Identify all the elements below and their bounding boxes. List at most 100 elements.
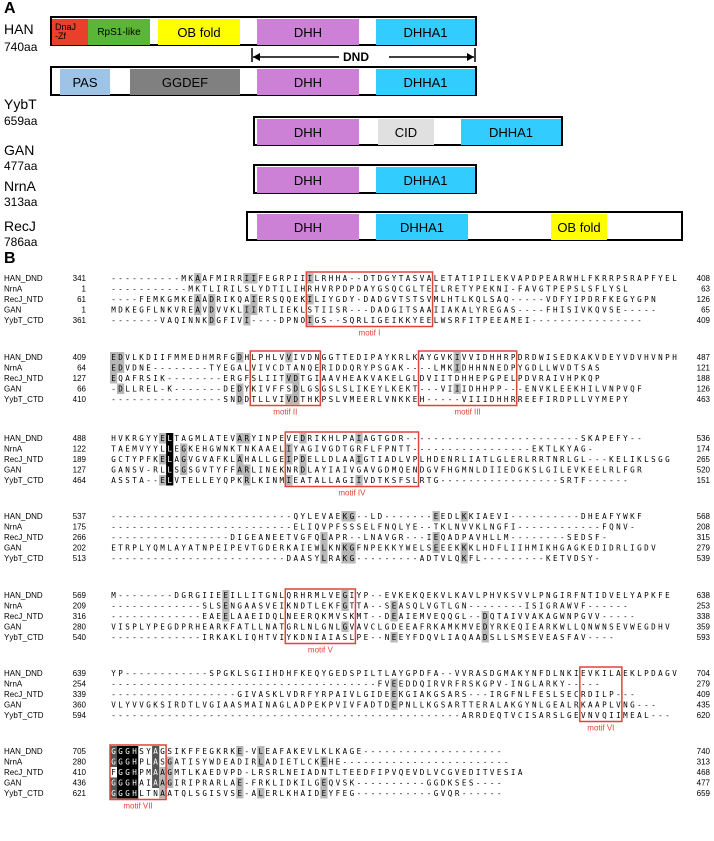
residue: I: [357, 476, 362, 485]
residue: A: [209, 455, 214, 464]
residue: K: [195, 768, 200, 777]
residue: -: [181, 364, 186, 373]
residue: E: [630, 711, 635, 720]
residue: A: [301, 476, 306, 485]
residue: N: [195, 316, 200, 325]
residue: A: [237, 364, 242, 373]
residue: -: [539, 316, 544, 325]
residue: T: [111, 445, 116, 454]
seq-name: GAN: [4, 623, 22, 632]
residue: -: [581, 316, 586, 325]
residue: F: [609, 512, 614, 521]
residue: G: [329, 669, 334, 678]
residue: R: [525, 353, 530, 362]
residue: -: [371, 633, 376, 642]
residue: -: [223, 523, 228, 532]
domain-label: DHHA1: [403, 74, 448, 90]
residue: A: [448, 306, 453, 315]
residue: R: [574, 701, 579, 710]
residue: L: [167, 476, 172, 485]
residue: C: [518, 711, 523, 720]
residue: I: [315, 374, 320, 383]
residue: E: [476, 701, 481, 710]
residue: -: [609, 612, 614, 621]
residue: D: [427, 554, 432, 563]
residue: R: [308, 285, 313, 294]
residue: D: [209, 306, 214, 315]
residue: -: [378, 554, 383, 563]
residue: M: [188, 285, 193, 294]
residue: Y: [294, 445, 299, 454]
residue: A: [448, 533, 453, 542]
residue: S: [258, 602, 263, 611]
conservation-shade: [306, 273, 314, 284]
residue: -: [209, 512, 214, 521]
residue: A: [616, 669, 621, 678]
residue: -: [272, 680, 277, 689]
residue: -: [272, 512, 277, 521]
seq-name: NrnA: [4, 364, 23, 373]
residue: D: [343, 364, 348, 373]
conservation-shade: [208, 315, 216, 326]
residue: I: [258, 466, 263, 475]
residue: -: [448, 669, 453, 678]
seq-name: GAN: [4, 544, 22, 553]
residue: S: [574, 285, 579, 294]
residue: F: [188, 747, 193, 756]
seq-name: HAN_DND: [4, 747, 43, 756]
residue: I: [280, 395, 285, 404]
residue: G: [546, 602, 551, 611]
residue: L: [567, 455, 572, 464]
residue: N: [490, 523, 495, 532]
residue: -: [160, 591, 165, 600]
residue: V: [441, 554, 446, 563]
residue: L: [167, 434, 172, 443]
residue: -: [329, 316, 334, 325]
residue: -: [490, 445, 495, 454]
residue: D: [181, 701, 186, 710]
residue: P: [497, 385, 502, 394]
residue: L: [244, 591, 249, 600]
residue: R: [230, 274, 235, 283]
residue: E: [385, 591, 390, 600]
residue: I: [511, 523, 516, 532]
residue: R: [399, 353, 404, 362]
residue: D: [441, 779, 446, 788]
residue: E: [595, 512, 600, 521]
residue: A: [420, 554, 425, 563]
residue: -: [469, 612, 474, 621]
seq-name: RecJ_NTD: [4, 533, 43, 542]
residue: I: [287, 476, 292, 485]
residue: F: [623, 466, 628, 475]
residue: Y: [153, 434, 158, 443]
residue: K: [385, 544, 390, 553]
conservation-shade: [124, 788, 132, 799]
residue: Y: [476, 306, 481, 315]
residue: E: [364, 523, 369, 532]
residue: D: [567, 364, 572, 373]
residue: E: [532, 633, 537, 642]
residue: D: [420, 669, 425, 678]
residue: H: [490, 353, 495, 362]
residue: A: [118, 466, 123, 475]
residue: S: [343, 316, 348, 325]
residue: L: [315, 602, 320, 611]
residue: I: [258, 701, 263, 710]
residue: -: [125, 690, 130, 699]
residue: F: [371, 768, 376, 777]
residue: -: [553, 434, 558, 443]
residue: L: [441, 285, 446, 294]
residue: V: [111, 623, 116, 632]
residue: -: [251, 680, 256, 689]
residue: -: [413, 445, 418, 454]
residue: L: [357, 690, 362, 699]
residue: R: [329, 554, 334, 563]
residue: T: [455, 295, 460, 304]
residue: -: [167, 554, 172, 563]
residue: Q: [441, 612, 446, 621]
residue: -: [385, 554, 390, 563]
residue: -: [139, 602, 144, 611]
residue: -: [202, 554, 207, 563]
residue: -: [413, 711, 418, 720]
residue: -: [497, 789, 502, 798]
